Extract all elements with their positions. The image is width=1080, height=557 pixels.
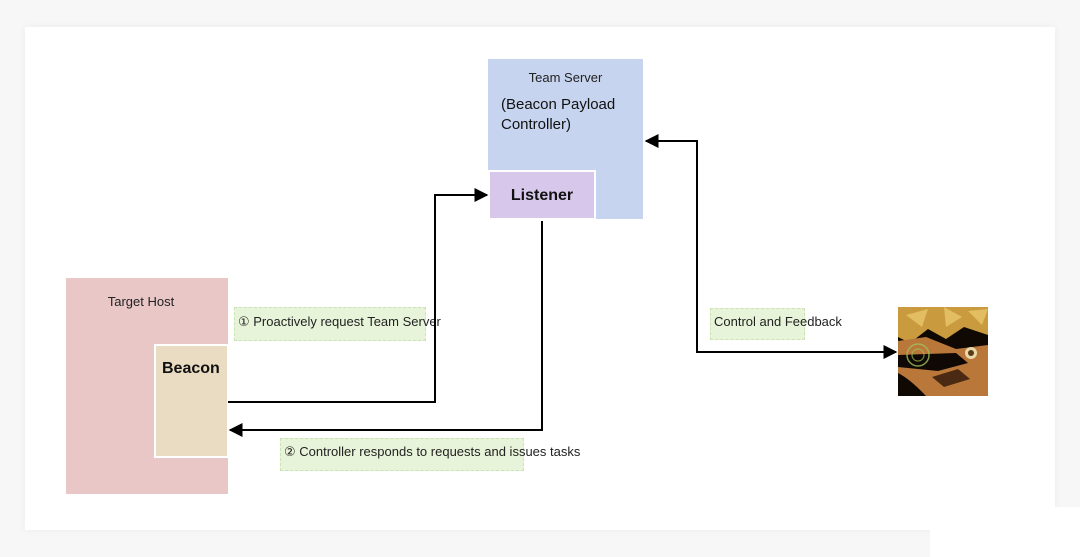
target-host-title: Target Host	[107, 294, 175, 309]
listener-label: Listener	[510, 187, 574, 204]
step-2-note: ② Controller responds to requests and is…	[280, 438, 580, 471]
control-feedback-arrow	[644, 134, 898, 359]
operator-avatar-icon	[898, 307, 988, 396]
team-server-node: Team Server (Beacon Payload Controller)	[488, 59, 643, 219]
listener-to-beacon-arrow	[228, 221, 543, 437]
listener-node: Listener	[488, 170, 596, 220]
team-server-subtitle: (Beacon Payload Controller)	[501, 96, 616, 133]
step-1-note: ① Proactively request Team Server	[234, 307, 441, 341]
background-patch	[930, 507, 1080, 557]
beacon-label: Beacon	[162, 360, 220, 377]
team-server-title: Team Server	[528, 70, 603, 85]
beacon-to-listener-arrow	[228, 188, 489, 403]
beacon-node: Beacon	[154, 344, 229, 458]
